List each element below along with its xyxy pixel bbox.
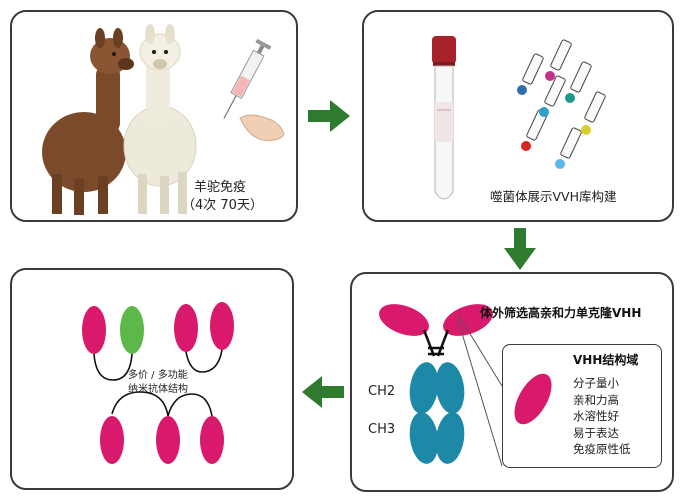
white-alpaca — [123, 24, 197, 214]
alpaca-illustration — [42, 24, 197, 215]
vhh-domain-left — [379, 304, 429, 336]
vhh-domain-callout: VHH结构域 分子量小亲和力高水溶性好易于表达免疫原性低 — [502, 344, 662, 468]
nanobody-domain — [82, 306, 106, 354]
nanobody-domain — [100, 416, 124, 464]
nanobody-domain — [156, 416, 180, 464]
zoom-lines — [457, 313, 503, 467]
arrow-right-icon — [308, 100, 350, 132]
vhh-box-title: VHH结构域 — [573, 353, 639, 367]
nanobody-domain — [174, 304, 198, 352]
panel-vhh-screening: 体外筛选高亲和力单克隆VHH CH2 CH3 VHH结构域 分子量小亲和力高水溶… — [350, 272, 674, 492]
syringe-icon — [223, 38, 285, 141]
vhh-property-item: 分子量小 — [573, 376, 619, 390]
ch2-domain-left — [409, 362, 439, 414]
multivalent-nanobody-diagram — [82, 302, 234, 464]
nanobody-domain — [200, 416, 224, 464]
vhh-properties-list: 分子量小亲和力高水溶性好易于表达免疫原性低 — [573, 375, 631, 458]
panel-alpaca-immunization: 羊驼免疫 （4次 70天） — [10, 10, 298, 222]
heavy-chain-antibody-diagram — [379, 304, 493, 464]
ch2-label: CH2 — [368, 384, 396, 399]
vhh-property-item: 免疫原性低 — [573, 442, 631, 456]
immunization-caption-line2: （4次 70天） — [182, 198, 263, 213]
panel-multivalent-nanobody: 多价 / 多功能 纳米抗体结构 — [10, 268, 294, 490]
phage-vials-icon — [517, 39, 606, 169]
nanobody-domain-green — [120, 306, 144, 354]
vhh-property-item: 易于表达 — [573, 425, 619, 440]
immunization-caption-line1: 羊驼免疫 — [194, 180, 247, 195]
multivalent-label-line2: 纳米抗体结构 — [128, 384, 188, 395]
panel-phage-library: 噬菌体展示VVH库构建 — [362, 10, 674, 222]
brown-alpaca — [42, 28, 134, 215]
vhh-domain-ellipse — [514, 373, 552, 425]
vhh-property-item: 亲和力高 — [573, 392, 619, 407]
ch3-domain-left — [409, 412, 439, 464]
ch3-domain-right — [435, 412, 465, 464]
arrow-down-icon — [504, 228, 536, 270]
ch2-domain-right — [435, 362, 465, 414]
blood-tube-icon — [432, 36, 456, 200]
vhh-property-item: 水溶性好 — [573, 409, 619, 423]
vhh-domain-right — [443, 304, 493, 336]
multivalent-label-line1: 多价 / 多功能 — [128, 370, 188, 381]
nanobody-domain — [210, 302, 234, 350]
ch3-label: CH3 — [368, 422, 396, 437]
phage-library-caption: 噬菌体展示VVH库构建 — [490, 189, 617, 204]
screening-title: 体外筛选高亲和力单克隆VHH — [480, 306, 642, 320]
arrow-left-icon — [302, 376, 344, 408]
